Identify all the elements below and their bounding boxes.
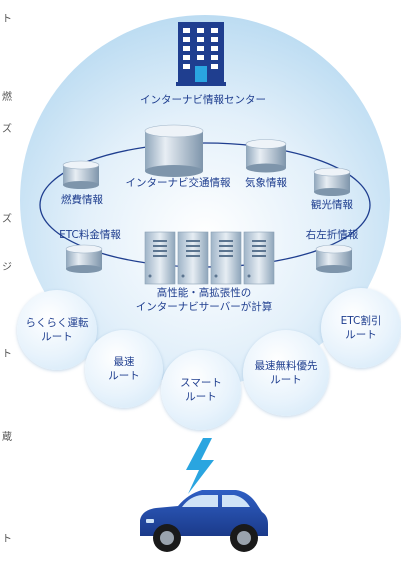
route-label: 最速無料優先: [254, 359, 318, 372]
route-label: ルート: [108, 370, 140, 382]
route-bubble-smart: スマート ルート: [161, 350, 241, 430]
database-icon: [144, 124, 204, 177]
edge-glyph: ト: [2, 349, 12, 360]
etc-fee-info-label: ETC料金情報: [59, 229, 121, 241]
route-label: ルート: [345, 329, 377, 341]
route-bubble-fastest-free: 最速無料優先 ルート: [243, 330, 329, 416]
database-icon: [315, 244, 353, 273]
route-bubble-fastest: 最速 ルート: [85, 330, 163, 408]
route-label: ルート: [185, 391, 217, 403]
turn-info-label: 右左折情報: [305, 229, 359, 241]
database-icon: [62, 160, 100, 189]
edge-glyph: ズ: [2, 214, 12, 225]
edge-glyph: 蔵: [2, 432, 12, 443]
route-label: スマート: [180, 376, 222, 389]
route-label: ルート: [270, 374, 302, 386]
lightning-icon: [186, 438, 214, 494]
route-label: 最速: [113, 355, 135, 368]
server-icon: [144, 231, 275, 285]
route-bubble-easy-driving: らくらく運転 ルート: [17, 290, 97, 370]
route-label: らくらく運転: [25, 316, 89, 329]
fuel-info-label: 燃費情報: [61, 194, 103, 206]
server-caption-line2: インターナビサーバーが計算: [135, 300, 273, 313]
edge-glyph: ズ: [2, 124, 12, 135]
database-icon: [65, 244, 103, 273]
server-caption: 高性能・高拡張性の インターナビサーバーが計算: [130, 287, 278, 314]
weather-info-label: 気象情報: [245, 177, 287, 189]
info-sphere: [20, 15, 390, 385]
edge-glyph: ト: [2, 534, 12, 545]
edge-glyph: ジ: [2, 262, 12, 273]
car-icon: [140, 490, 268, 552]
building-icon: [176, 22, 226, 86]
database-icon: [313, 167, 351, 196]
route-label: ルート: [41, 331, 73, 343]
database-icon: [245, 139, 287, 173]
center-label: インターナビ情報センター: [140, 94, 266, 106]
edge-glyph: ト: [2, 14, 12, 25]
route-bubble-etc-discount: ETC割引 ルート: [321, 288, 401, 368]
server-caption-line1: 高性能・高拡張性の: [156, 287, 252, 299]
edge-glyph: 燃: [2, 92, 12, 103]
traffic-info-label: インターナビ交通情報: [125, 177, 231, 189]
route-label: ETC割引: [340, 314, 382, 327]
tourism-info-label: 観光情報: [311, 199, 353, 211]
